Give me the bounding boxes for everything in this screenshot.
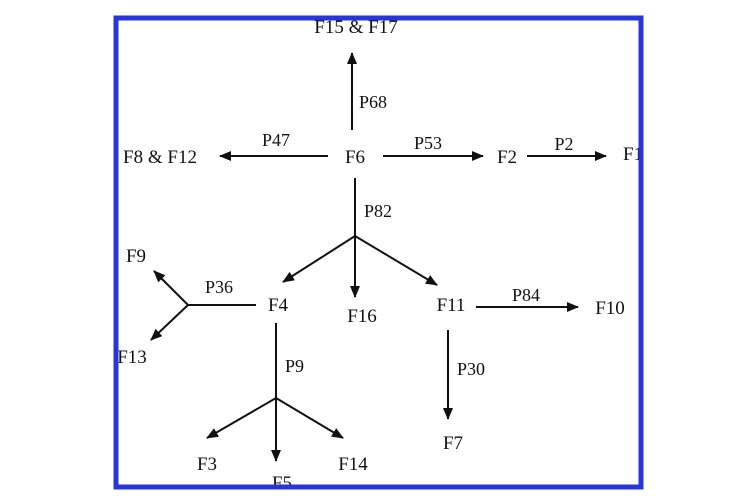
node-f11: F11 [437, 295, 466, 316]
arrow-p82-to-f4 [282, 235, 356, 283]
arrow-p9-to-f14 [275, 397, 344, 439]
node-f15-f17: F15 & F17 [314, 17, 397, 38]
node-f5: F5 [272, 473, 292, 494]
node-f7: F7 [443, 433, 463, 454]
node-f3: F3 [197, 454, 217, 475]
diagram-frame [113, 15, 644, 490]
edge-label-p30: P30 [457, 359, 485, 379]
edge-label-p9: P9 [285, 356, 304, 376]
node-f8-f12: F8 & F12 [123, 147, 197, 168]
edge-label-p36: P36 [205, 277, 233, 297]
edge-label-p84: P84 [512, 285, 540, 305]
node-f4: F4 [268, 295, 289, 316]
edge-label-p47: P47 [262, 130, 290, 150]
node-f13: F13 [117, 347, 147, 368]
node-f16: F16 [347, 306, 377, 327]
edge-label-p53: P53 [414, 133, 442, 153]
edge-label-p2: P2 [554, 134, 573, 154]
node-f1: F1 [623, 144, 643, 165]
node-f6: F6 [345, 147, 365, 168]
arrow-p36-to-f13 [150, 304, 189, 341]
arrow-p82-to-f11 [354, 235, 438, 286]
node-f10: F10 [595, 298, 625, 319]
arrow-p9-to-f3 [206, 397, 277, 439]
node-f14: F14 [338, 454, 368, 475]
edge-label-p68: P68 [359, 92, 387, 112]
node-f2: F2 [497, 147, 517, 168]
edge-label-p82: P82 [364, 201, 392, 221]
node-f9: F9 [126, 246, 146, 267]
arrow-p36-to-f9 [153, 270, 189, 306]
